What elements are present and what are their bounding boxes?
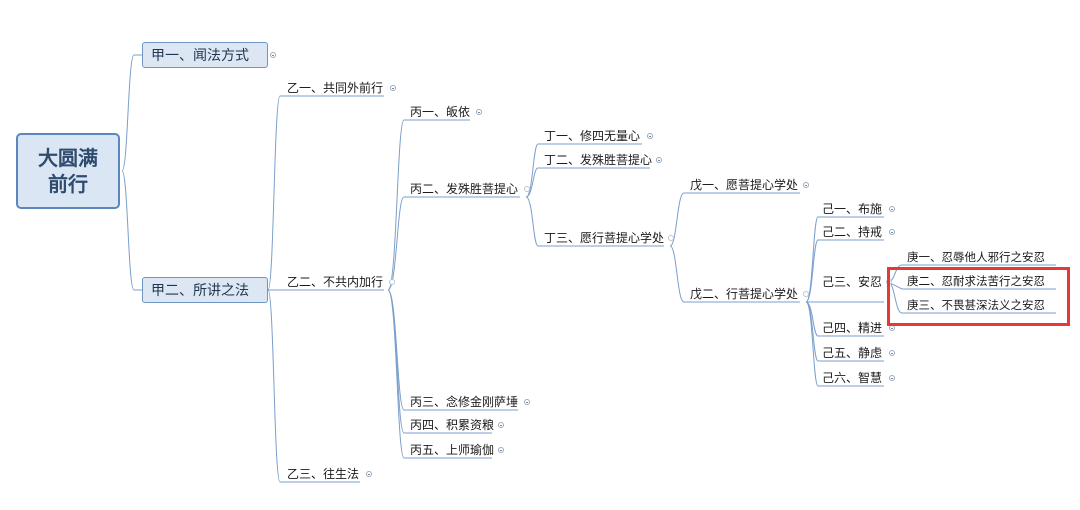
node-ding3[interactable]: 丁三、愿行菩提心学处 <box>544 231 665 245</box>
expand-icon[interactable] <box>524 399 530 405</box>
node-jia2-label: 甲二、所讲之法 <box>151 283 249 299</box>
expand-icon[interactable] <box>390 85 396 91</box>
node-bing3[interactable]: 丙三、念修金刚萨埵 <box>410 395 519 409</box>
node-bing5[interactable]: 丙五、上师瑜伽 <box>410 443 495 457</box>
expand-icon[interactable] <box>498 422 504 428</box>
node-geng2[interactable]: 庚二、忍耐求法苦行之安忍 <box>907 274 1045 288</box>
root-title-line1: 大圆满 <box>38 146 98 170</box>
node-ji5[interactable]: 己五、静虑 <box>822 346 883 360</box>
node-ji1[interactable]: 己一、布施 <box>822 202 883 216</box>
expand-icon[interactable] <box>476 109 482 115</box>
expand-icon[interactable] <box>647 133 653 139</box>
expand-icon[interactable] <box>270 52 276 58</box>
expand-icon[interactable] <box>656 157 662 163</box>
node-yi2[interactable]: 乙二、不共内加行 <box>287 275 384 289</box>
node-bing4[interactable]: 丙四、积累资粮 <box>410 418 495 432</box>
expand-icon[interactable] <box>803 182 809 188</box>
node-jia1-label: 甲一、闻法方式 <box>151 48 249 64</box>
node-wu1[interactable]: 戊一、愿菩提心学处 <box>690 178 799 192</box>
node-jia1[interactable]: 甲一、闻法方式 <box>142 42 268 68</box>
node-ji3[interactable]: 己三、安忍 <box>822 275 883 289</box>
node-ji4[interactable]: 己四、精进 <box>822 321 883 335</box>
node-geng1[interactable]: 庚一、忍辱他人邪行之安忍 <box>907 250 1045 264</box>
collapse-icon[interactable] <box>389 279 395 285</box>
expand-icon[interactable] <box>889 229 895 235</box>
expand-icon[interactable] <box>889 350 895 356</box>
node-geng3[interactable]: 庚三、不畏甚深法义之安忍 <box>907 298 1045 312</box>
node-jia2[interactable]: 甲二、所讲之法 <box>142 277 268 303</box>
collapse-icon[interactable] <box>524 186 530 192</box>
node-wu2[interactable]: 戊二、行菩提心学处 <box>690 287 799 301</box>
node-yi1[interactable]: 乙一、共同外前行 <box>287 81 384 95</box>
node-ji2[interactable]: 己二、持戒 <box>822 225 883 239</box>
root-title-line2: 前行 <box>48 172 88 196</box>
highlight-box <box>887 267 1070 326</box>
root-node[interactable]: 大圆满前行 <box>16 133 120 209</box>
node-yi3[interactable]: 乙三、往生法 <box>287 467 360 481</box>
node-ding1[interactable]: 丁一、修四无量心 <box>544 129 641 143</box>
expand-icon[interactable] <box>889 375 895 381</box>
node-ji6[interactable]: 己六、智慧 <box>822 371 883 385</box>
expand-icon[interactable] <box>889 206 895 212</box>
expand-icon[interactable] <box>366 471 372 477</box>
node-ding2[interactable]: 丁二、发殊胜菩提心 <box>544 153 653 167</box>
node-bing2[interactable]: 丙二、发殊胜菩提心 <box>410 182 519 196</box>
node-bing1[interactable]: 丙一、皈依 <box>410 105 471 119</box>
collapse-icon[interactable] <box>668 235 674 241</box>
collapse-icon[interactable] <box>803 291 809 297</box>
expand-icon[interactable] <box>498 447 504 453</box>
